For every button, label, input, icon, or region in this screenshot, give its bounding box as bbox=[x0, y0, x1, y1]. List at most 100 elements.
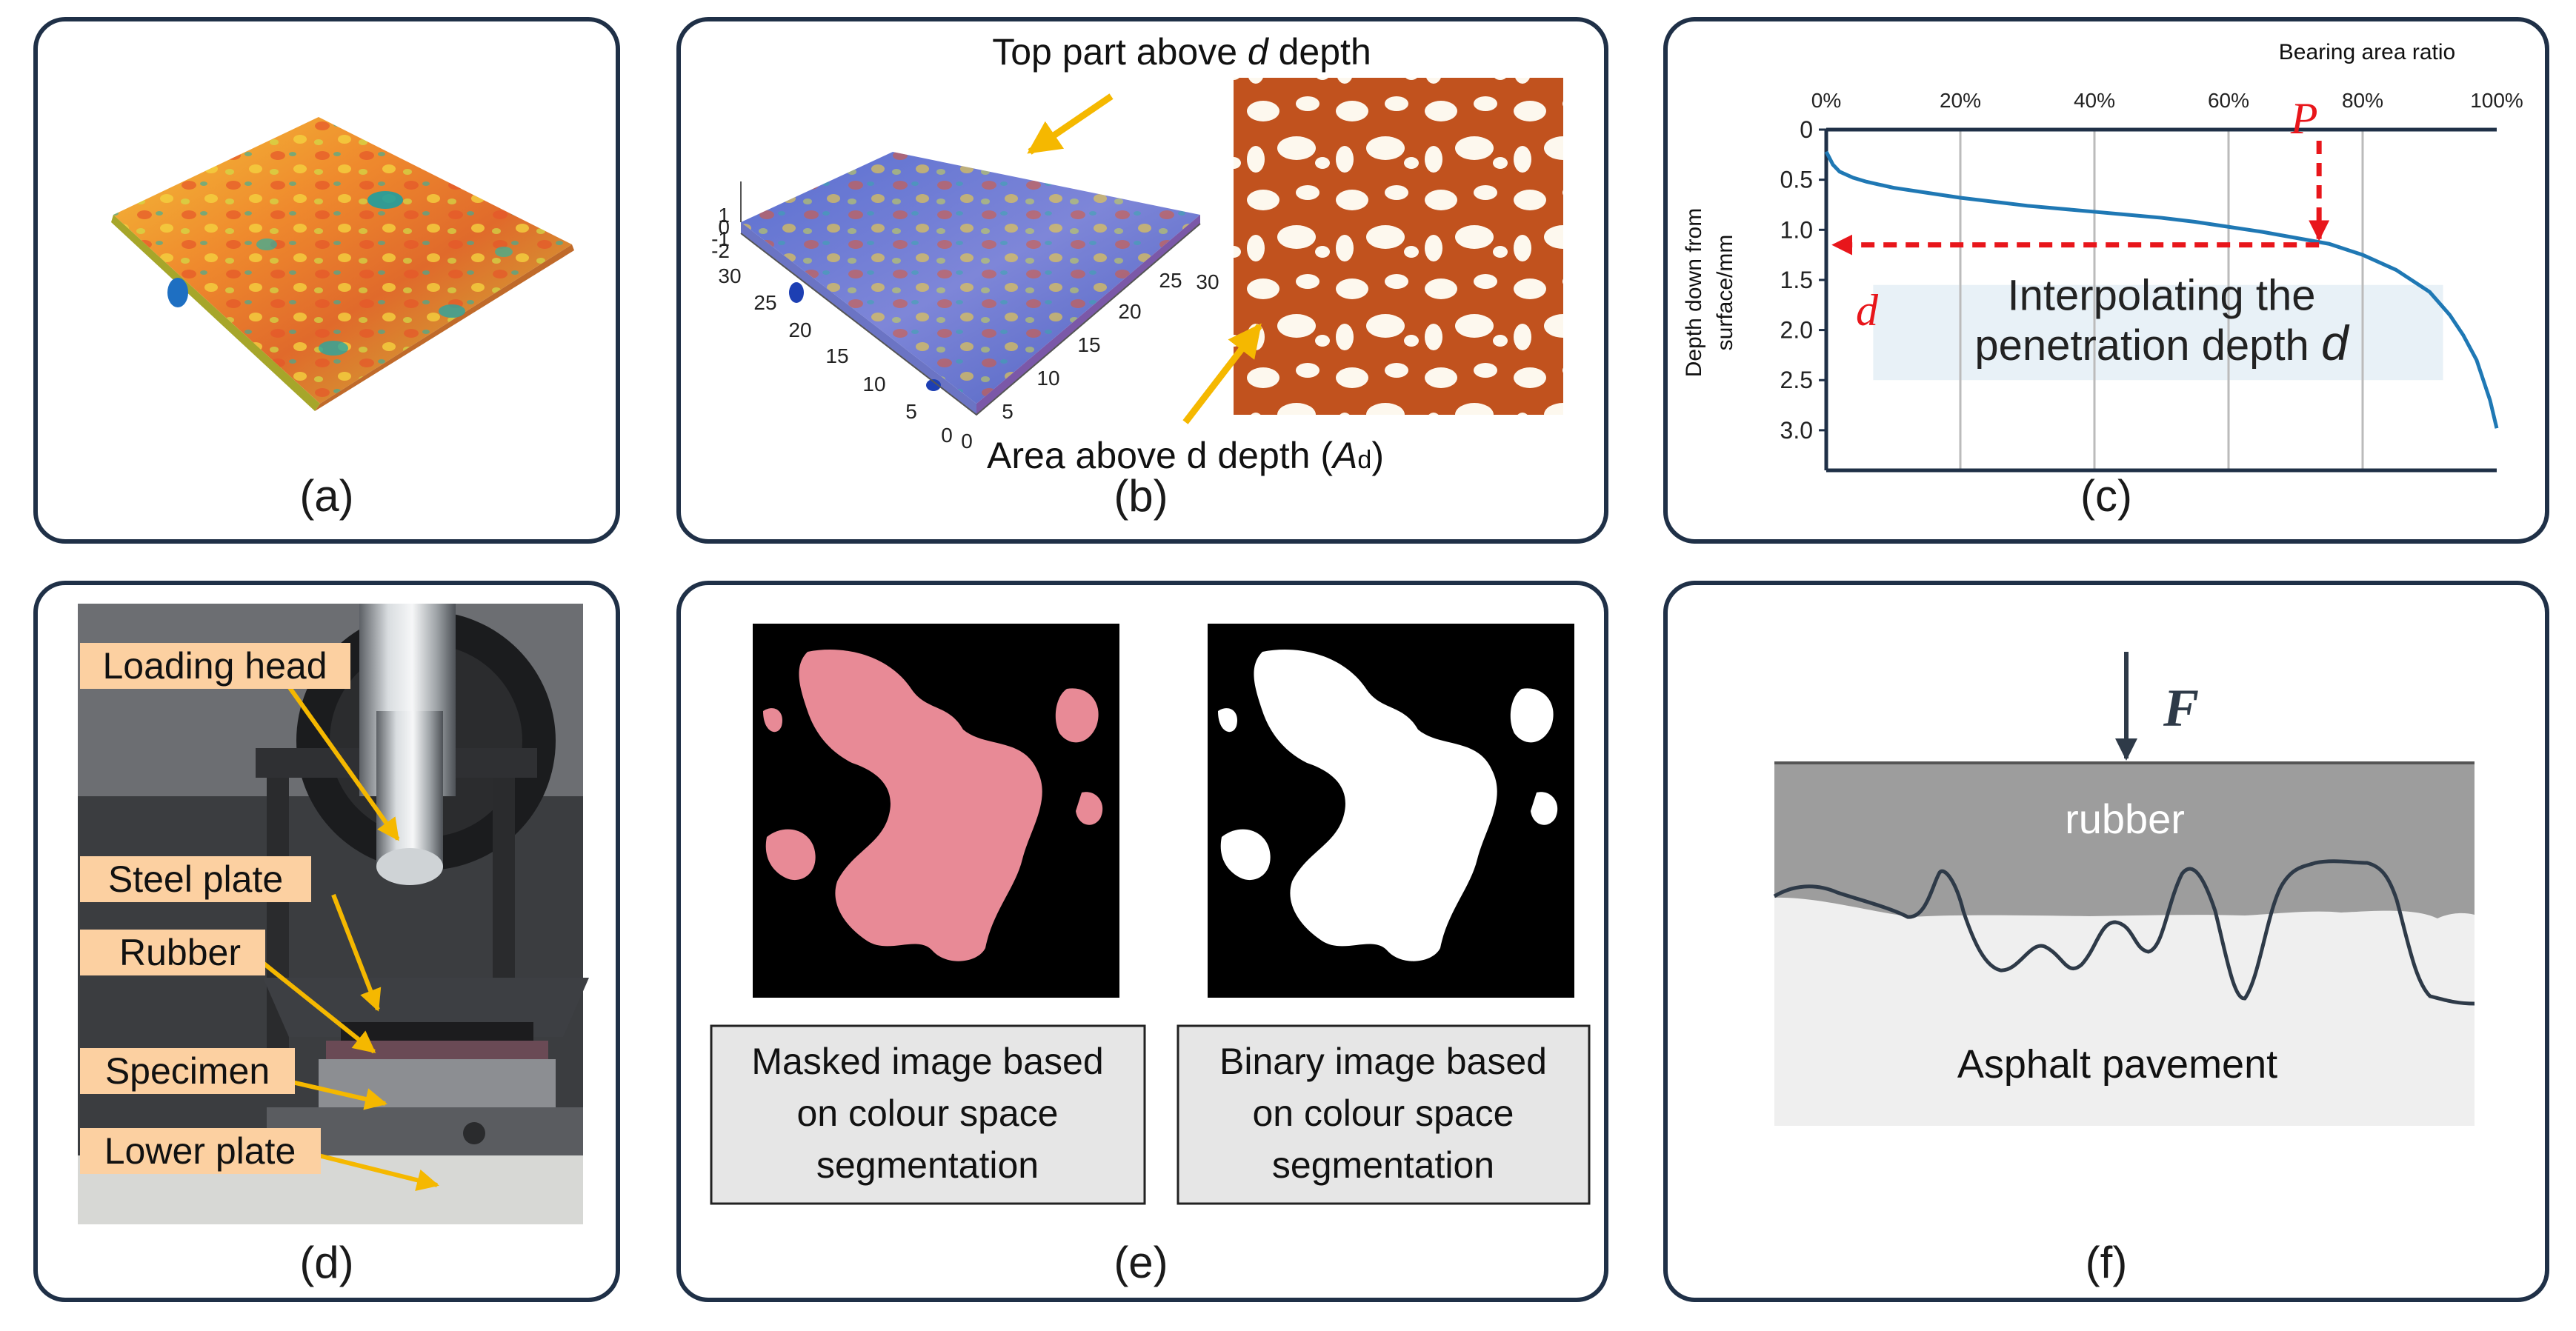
b-z-tick: -2 bbox=[711, 239, 730, 262]
b-z-tick: 1 bbox=[718, 204, 730, 227]
surface-3d-a bbox=[111, 117, 574, 411]
c-y-tick-label: 0.5 bbox=[1780, 167, 1813, 193]
c-annotation-line2: penetration depth d bbox=[1974, 316, 2350, 370]
e-mask-blob bbox=[765, 829, 816, 881]
c-bearing-curve bbox=[1824, 150, 2499, 429]
e-binary-blob bbox=[1254, 650, 1497, 961]
panel-f: F rubber Asphalt pavement (f) bbox=[1663, 581, 2549, 1302]
b-y-tick: 15 bbox=[825, 344, 848, 367]
b-y-tick: 30 bbox=[718, 264, 741, 287]
b-z-tick: -1 bbox=[711, 227, 730, 250]
e-mask-blob bbox=[763, 708, 782, 733]
e-masked-caption-box bbox=[710, 1024, 1146, 1205]
f-rubber-label: rubber bbox=[2065, 795, 2185, 842]
e-mask-blob bbox=[1076, 792, 1103, 825]
e-binary-blob bbox=[1218, 708, 1237, 733]
e-mask-blob bbox=[1055, 688, 1099, 743]
b-area-annotation: Area above d depth (Ad) bbox=[987, 435, 1384, 476]
c-x-axis-title: Bearing area ratio bbox=[2279, 40, 2455, 64]
d-tag-loading-head: Loading head bbox=[102, 645, 327, 687]
d-photo bbox=[78, 604, 589, 1224]
b-top-annotation: Top part above d depth bbox=[992, 31, 1371, 73]
panel-a-label: (a) bbox=[299, 471, 353, 521]
d-arrow-rubber bbox=[262, 961, 376, 1054]
e-binary-blob bbox=[1510, 688, 1554, 743]
d-arrow-steel bbox=[331, 893, 382, 1012]
d-tag-box bbox=[80, 1048, 295, 1094]
f-pavement-area bbox=[1774, 874, 2475, 1126]
panel-a: (a) bbox=[33, 17, 620, 544]
b-x-tick: 25 bbox=[1159, 269, 1182, 292]
panel-d: Loading head Steel plate Rubber Specimen… bbox=[33, 581, 620, 1302]
c-x-tick-label: 80% bbox=[2342, 89, 2383, 112]
c-annotation-box bbox=[1873, 284, 2443, 381]
e-binary-image bbox=[1208, 624, 1574, 998]
c-y-axis-title: Depth down from bbox=[1682, 208, 1706, 377]
panel-b-label: (b) bbox=[1114, 471, 1168, 521]
e-binary-caption-line: Binary image based bbox=[1219, 1041, 1547, 1082]
b-top-arrow bbox=[1027, 93, 1114, 155]
b-y-tick: 0 bbox=[941, 424, 953, 447]
panel-f-label: (f) bbox=[2086, 1238, 2128, 1287]
panel-e-label: (e) bbox=[1114, 1238, 1168, 1287]
e-binary-caption-line: segmentation bbox=[1272, 1144, 1494, 1186]
c-d-label: d bbox=[1856, 286, 1879, 335]
b-y-tick: 5 bbox=[905, 400, 917, 423]
c-y-axis-title-line2: surface/mm bbox=[1713, 235, 1737, 351]
f-pavement-label: Asphalt pavement bbox=[1957, 1042, 2277, 1087]
b-z-axis: 1 0 -1 -2 bbox=[711, 204, 730, 262]
b-x-tick: 5 bbox=[1002, 400, 1014, 423]
b-y-tick: 10 bbox=[862, 373, 885, 396]
c-y-title-line1: Depth down from bbox=[1682, 208, 1706, 377]
b-x-tick: 15 bbox=[1077, 333, 1100, 356]
d-callouts: Loading head Steel plate Rubber Specimen… bbox=[80, 643, 439, 1192]
b-y-tick: 25 bbox=[753, 291, 776, 314]
c-x-tick-label: 100% bbox=[2470, 89, 2523, 112]
c-x-tick-label: 60% bbox=[2208, 89, 2249, 112]
b-area-map bbox=[1234, 78, 1563, 415]
e-binary-caption-line: on colour space bbox=[1252, 1093, 1514, 1134]
d-tag-box bbox=[80, 643, 350, 689]
surface-3d-b bbox=[740, 152, 1201, 416]
d-arrow-lower bbox=[318, 1153, 439, 1192]
e-masked-caption-line: on colour space bbox=[796, 1093, 1058, 1134]
d-tag-steel-plate: Steel plate bbox=[108, 858, 283, 900]
e-mask-blob bbox=[799, 650, 1042, 961]
d-tag-rubber: Rubber bbox=[119, 932, 241, 973]
b-x-tick: 30 bbox=[1196, 270, 1219, 293]
d-tag-box bbox=[80, 856, 311, 902]
c-y-tick-label: 2.0 bbox=[1780, 317, 1813, 344]
c-y-tick-label: 0 bbox=[1800, 116, 1813, 143]
f-force-label: F bbox=[2163, 678, 2199, 738]
e-binary-blob bbox=[1531, 792, 1558, 825]
b-y-tick: 20 bbox=[788, 318, 811, 341]
panel-c-label: (c) bbox=[2080, 471, 2132, 521]
panel-c-frame bbox=[1663, 17, 2549, 544]
c-x-tick-label: 0% bbox=[1811, 89, 1841, 112]
b-x-axis: 0 5 10 15 20 25 30 bbox=[961, 269, 1219, 453]
panel-c: Bearing area ratio Depth down from surfa… bbox=[1663, 17, 2549, 544]
panel-d-label: (d) bbox=[299, 1238, 353, 1287]
e-masked-caption-line: Masked image based bbox=[751, 1041, 1103, 1082]
c-x-tick-label: 40% bbox=[2074, 89, 2115, 112]
c-annotation-line1: Interpolating the bbox=[2008, 272, 2316, 320]
c-y-tick-label: 3.0 bbox=[1780, 417, 1813, 444]
d-tag-box bbox=[80, 1128, 321, 1174]
c-y-tick-label: 1.5 bbox=[1780, 267, 1813, 293]
c-p-label: P bbox=[2290, 94, 2318, 143]
d-tag-specimen: Specimen bbox=[105, 1050, 270, 1092]
b-y-axis: 0 5 10 15 20 25 30 bbox=[718, 264, 952, 447]
b-x-tick: 10 bbox=[1036, 367, 1059, 390]
c-x-tick-label: 20% bbox=[1940, 89, 1981, 112]
d-tag-lower-plate: Lower plate bbox=[104, 1130, 296, 1172]
e-masked-caption-line: segmentation bbox=[816, 1144, 1039, 1186]
b-area-arrow bbox=[1182, 323, 1262, 424]
f-contact-profile bbox=[1773, 859, 2475, 1006]
c-y-tick-label: 2.5 bbox=[1780, 367, 1813, 393]
e-masked-image bbox=[753, 624, 1119, 998]
b-x-tick: 20 bbox=[1118, 300, 1141, 323]
e-binary-blob bbox=[1220, 829, 1271, 881]
panel-b: 1 0 -1 -2 0 5 10 15 20 25 30 0 5 10 15 2… bbox=[676, 17, 1608, 544]
